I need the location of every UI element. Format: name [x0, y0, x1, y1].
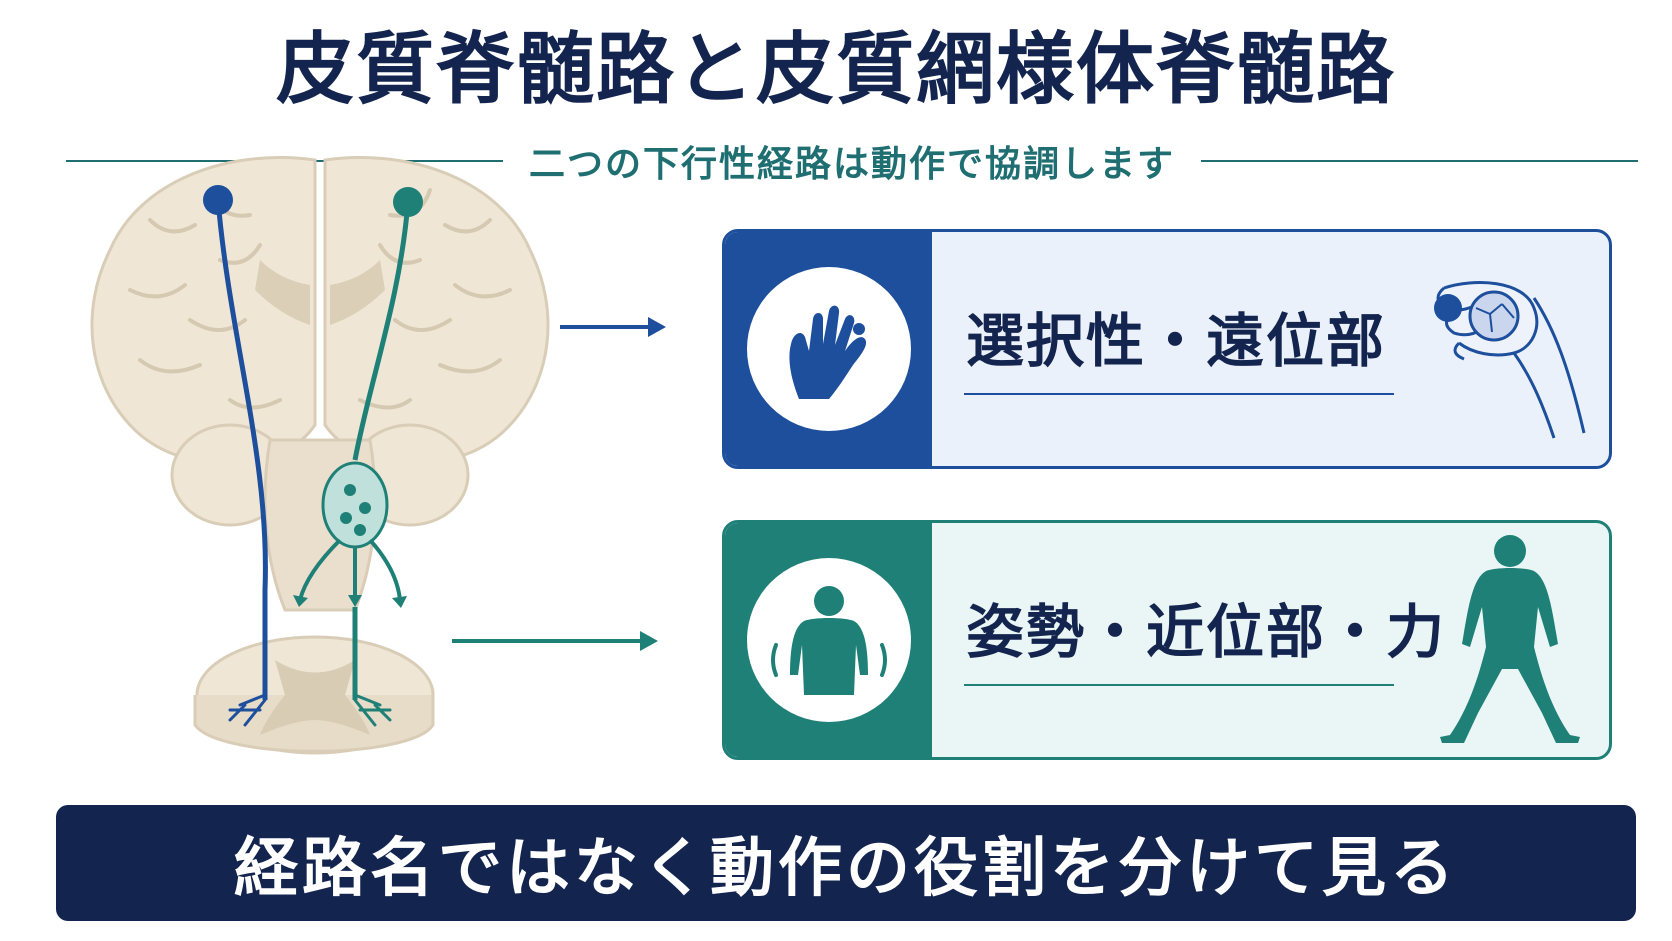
proximal-function-card: 姿勢・近位部・力 — [722, 520, 1612, 760]
subtitle-row: 二つの下行性経路は動作で協調します — [66, 136, 1639, 186]
upper-body-posture-icon — [770, 586, 887, 695]
blue-connector-arrow — [560, 317, 666, 337]
distal-icon-circle — [746, 267, 911, 431]
conclusion-text: 経路名ではなく動作の役割を分けて見る — [234, 832, 1458, 906]
standing-body-icon — [1440, 535, 1580, 743]
subtitle-right-rule — [1201, 160, 1639, 162]
spinal-cord-section — [193, 635, 435, 755]
conclusion-banner: 経路名ではなく動作の役割を分けて見る — [56, 805, 1636, 921]
cerebrum — [90, 156, 550, 465]
corticoreticulospinal-tract — [293, 187, 423, 727]
brain-pathway-illustration — [90, 156, 550, 755]
subtitle: 二つの下行性経路は動作で協調します — [529, 144, 1176, 185]
proximal-card-label: 姿勢・近位部・力 — [966, 598, 1447, 666]
teal-connector-arrow — [452, 631, 658, 651]
proximal-card-icon-panel — [725, 523, 932, 757]
corticospinal-tract — [203, 185, 268, 727]
hand-grasping-ball-icon — [1434, 281, 1586, 439]
proximal-card-content: 姿勢・近位部・力 — [932, 523, 1609, 757]
proximal-icon-circle — [746, 558, 911, 722]
page-title: 皮質脊髄路と皮質網様体脊髄路 — [275, 25, 1396, 115]
distal-card-content: 選択性・遠位部 — [932, 232, 1609, 466]
proximal-card-underline — [964, 684, 1394, 686]
distal-card-underline — [964, 393, 1394, 395]
distal-function-card: 選択性・遠位部 — [722, 229, 1612, 469]
pinch-hand-icon — [788, 305, 866, 399]
distal-card-label: 選択性・遠位部 — [966, 307, 1387, 375]
distal-card-icon-panel — [725, 232, 932, 466]
